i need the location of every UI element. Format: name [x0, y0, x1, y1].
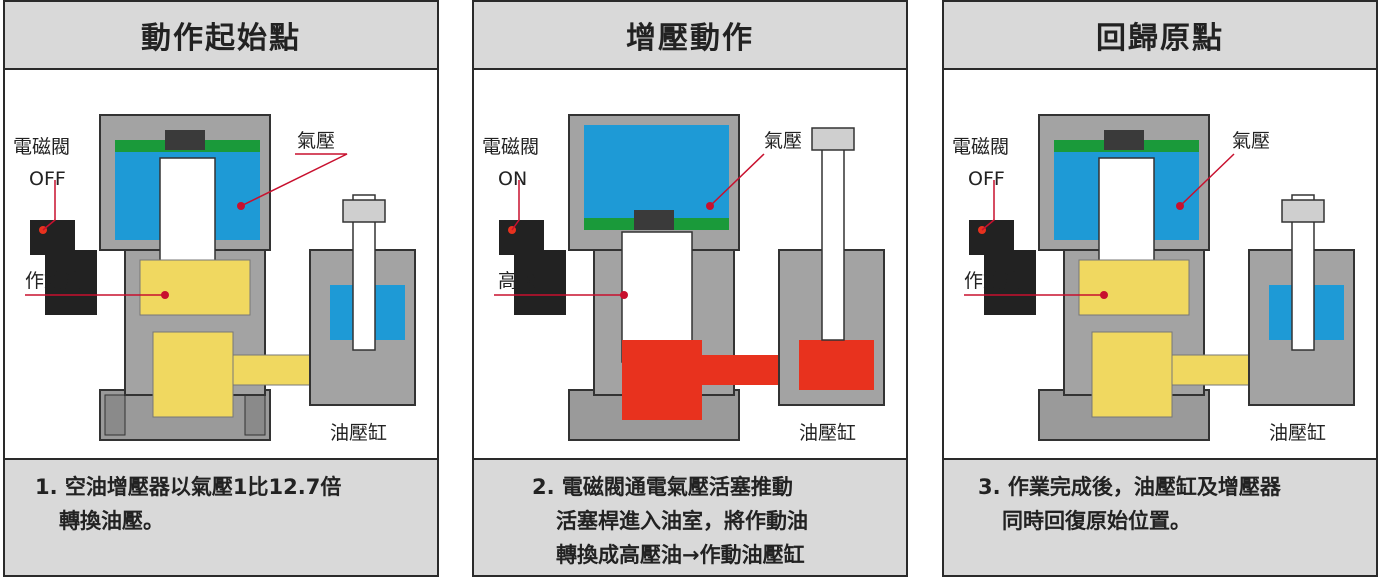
caption-area: 2. 電磁閥通電氣壓活塞推動 活塞桿進入油室，將作動油 轉換成高壓油→作動油壓缸 — [474, 460, 906, 575]
label-oil: 作動油 — [25, 270, 83, 292]
caption-text: 1. 空油增壓器以氣壓1比12.7倍 轉換油壓。 — [35, 470, 341, 538]
label-cylinder: 油壓缸 — [799, 422, 857, 444]
oil-pipe — [232, 354, 324, 386]
caption-line-1: 作業完成後，油壓缸及增壓器 — [1007, 475, 1281, 499]
panel-boost: 增壓動作 電磁閥 ON 氣壓 高壓 油壓 — [472, 0, 908, 577]
diagram-area: 電磁閥 OFF 氣壓 作動油 油壓缸 — [5, 70, 437, 460]
label-valve-state: OFF — [968, 168, 1005, 190]
panel-start: 動作起始點 — [3, 0, 439, 577]
caption-line-2: 轉換油壓。 — [59, 509, 164, 533]
label-air: 氣壓 — [764, 130, 803, 152]
oil-upper — [139, 259, 251, 316]
label-valve-state: OFF — [29, 168, 66, 190]
caption-area: 3. 作業完成後，油壓缸及增壓器 同時回復原始位置。 — [944, 460, 1376, 575]
booster-diagram — [494, 114, 885, 441]
label-valve-state: ON — [498, 168, 528, 190]
label-valve: 電磁閥 — [952, 136, 1010, 158]
label-cylinder: 油壓缸 — [1269, 422, 1327, 444]
solenoid-valve — [499, 220, 544, 255]
caption-line-2: 同時回復原始位置。 — [1002, 509, 1191, 533]
label-oil: 作動油 — [964, 270, 1022, 292]
panel-return: 回歸原點 電磁閥 OFF 氣壓 作 — [942, 0, 1378, 577]
air-chamber — [584, 125, 729, 220]
booster-diagram — [964, 114, 1355, 441]
cylinder-rod — [352, 194, 376, 351]
panel-title: 動作起始點 — [5, 2, 437, 70]
solenoid-valve — [30, 220, 75, 255]
booster-diagram — [25, 114, 416, 441]
caption-text: 2. 電磁閥通電氣壓活塞推動 活塞桿進入油室，將作動油 轉換成高壓油→作動油壓缸 — [532, 470, 808, 572]
caption-number: 2. — [532, 475, 555, 499]
label-cylinder: 油壓缸 — [330, 422, 388, 444]
oil-lower — [152, 331, 234, 418]
diagram-area: 電磁閥 ON 氣壓 高壓 油壓缸 — [474, 70, 906, 460]
panel-title: 回歸原點 — [944, 2, 1376, 70]
panel-title: 增壓動作 — [474, 2, 906, 70]
caption-line-2: 活塞桿進入油室，將作動油 — [556, 509, 808, 533]
high-pressure-oil — [622, 340, 702, 420]
label-oil: 高壓 — [498, 270, 537, 292]
label-valve: 電磁閥 — [482, 136, 540, 158]
caption-number: 3. — [978, 475, 1001, 499]
label-valve: 電磁閥 — [13, 136, 71, 158]
diagram-area: 電磁閥 OFF 氣壓 作動油 油壓缸 — [944, 70, 1376, 460]
label-air: 氣壓 — [1232, 130, 1271, 152]
caption-line-1: 電磁閥通電氣壓活塞推動 — [561, 475, 793, 499]
caption-line-1: 空油增壓器以氣壓1比12.7倍 — [64, 475, 342, 499]
caption-line-3: 轉換成高壓油→作動油壓缸 — [556, 543, 805, 567]
label-air: 氣壓 — [297, 130, 336, 152]
cylinder-rod — [821, 129, 845, 341]
caption-text: 3. 作業完成後，油壓缸及增壓器 同時回復原始位置。 — [978, 470, 1281, 538]
caption-area: 1. 空油增壓器以氣壓1比12.7倍 轉換油壓。 — [5, 460, 437, 575]
caption-number: 1. — [35, 475, 58, 499]
